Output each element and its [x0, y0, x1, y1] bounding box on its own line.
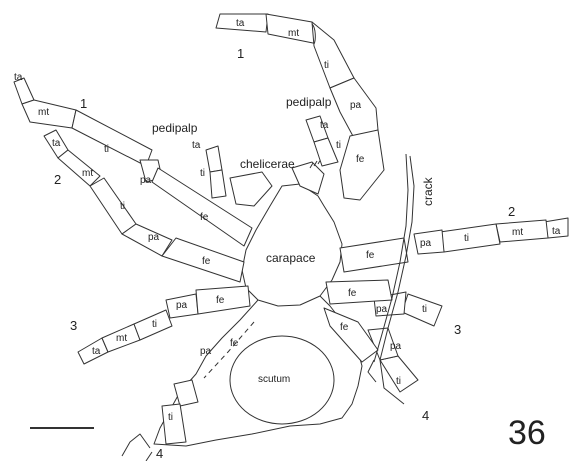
chelicera-left	[230, 172, 272, 206]
label-r3-fe: fe	[348, 288, 357, 299]
label-r2-pa: pa	[420, 238, 432, 249]
label-r2-ta: ta	[552, 226, 561, 237]
label-rp-ti: ti	[336, 140, 341, 151]
left-leg-2-tibia	[90, 178, 136, 234]
label-r1-pa: pa	[350, 100, 362, 111]
label-l1-ta: ta	[14, 72, 23, 83]
left-pedipalp-tarsus	[206, 146, 222, 172]
label-l2-fe: fe	[202, 256, 211, 267]
label-l3-ti: ti	[152, 319, 157, 330]
right-leg-4	[324, 308, 418, 392]
label-r1-ta: ta	[236, 18, 245, 29]
right-leg-2	[340, 218, 568, 272]
right-leg-2-tibia	[440, 224, 500, 252]
label-l2-ti: ti	[120, 201, 125, 212]
label-carapace: carapace	[266, 251, 316, 265]
label-r2-ti: ti	[464, 233, 469, 244]
label-l2-mt: mt	[82, 168, 93, 179]
label-lp-ta: ta	[192, 140, 201, 151]
label-l3-ta: ta	[92, 346, 101, 357]
label-l4-pa: pa	[200, 346, 212, 357]
label-rp-ta: ta	[320, 120, 329, 131]
label-r4-ti: ti	[396, 376, 401, 387]
label-l3-fe: fe	[216, 295, 225, 306]
right-leg-1-tibia	[312, 22, 354, 88]
label-r2-mt: mt	[512, 227, 523, 238]
label-r3-ti: ti	[422, 304, 427, 315]
label-l1-pa: pa	[140, 175, 152, 186]
label-l1-fe: fe	[200, 212, 209, 223]
label-r4-fe: fe	[340, 322, 349, 333]
label-l4-fe: fe	[230, 338, 239, 349]
left-leg-2-metatarsus	[58, 150, 100, 186]
leg-number-4-right: 4	[422, 408, 429, 423]
left-leg-4-fragment	[122, 434, 152, 461]
label-r2-fe: fe	[366, 250, 375, 261]
label-l4-ti: ti	[168, 412, 173, 423]
label-l3-pa: pa	[176, 300, 188, 311]
right-pedipalp-tibia	[314, 138, 338, 166]
leg-number-1-top: 1	[237, 46, 244, 61]
label-scutum: scutum	[258, 374, 290, 385]
leg-number-3-right: 3	[454, 322, 461, 337]
left-pedipalp	[206, 146, 226, 198]
left-pedipalp-tibia	[210, 170, 226, 198]
label-r1-ti: ti	[324, 60, 329, 71]
right-leg-3-femur	[326, 280, 392, 304]
leg-number-2-right: 2	[508, 204, 515, 219]
left-leg-2-patella	[122, 224, 172, 256]
label-l2-pa: pa	[148, 232, 160, 243]
label-l2-ta: ta	[52, 138, 61, 149]
label-chelicerae: chelicerae	[240, 157, 295, 171]
leg-number-4-bottom: 4	[156, 446, 163, 461]
left-leg-4-tibia	[162, 404, 186, 444]
left-leg-1-tibia	[72, 110, 152, 166]
label-pedipalp-right: pedipalp	[286, 95, 332, 109]
label-pedipalp-left: pedipalp	[152, 121, 198, 135]
label-r1-fe: fe	[356, 154, 365, 165]
right-leg-1-femur	[340, 130, 384, 200]
label-l3-mt: mt	[116, 333, 127, 344]
label-crack: crack	[421, 176, 435, 206]
leg-number-1-left: 1	[80, 96, 87, 111]
label-l1-mt: mt	[38, 107, 49, 118]
label-r3-pa: pa	[376, 304, 388, 315]
label-r1-mt: mt	[288, 28, 299, 39]
left-leg-4-patella	[174, 380, 198, 406]
figure-number: 36	[508, 414, 546, 452]
label-r4-pa: pa	[390, 341, 402, 352]
label-lp-ti: ti	[200, 168, 205, 179]
label-l1-ti: ti	[104, 144, 109, 155]
leg-number-2-left: 2	[54, 172, 61, 187]
leg-number-3-left: 3	[70, 318, 77, 333]
right-leg-4-fragment	[368, 360, 376, 382]
chelicera-right	[292, 162, 324, 194]
